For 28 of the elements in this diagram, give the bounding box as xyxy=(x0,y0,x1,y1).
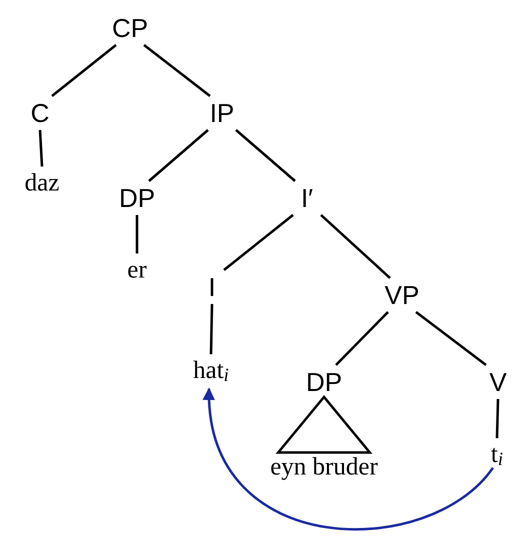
tree-branch xyxy=(210,304,214,354)
category-label: DP xyxy=(118,185,156,211)
tree-branch xyxy=(143,44,211,97)
category-label: DP xyxy=(306,369,342,395)
word-label: eyn bruder xyxy=(270,454,378,480)
tree-branch xyxy=(415,311,487,366)
tree-branch xyxy=(496,398,500,438)
tree-branch xyxy=(335,311,389,366)
category-label: I′ xyxy=(300,185,314,211)
constituent-triangle xyxy=(276,395,372,454)
category-label: V xyxy=(489,369,507,395)
word-label: t$_{i}$ xyxy=(490,442,504,470)
category-label: C xyxy=(30,100,50,126)
movement-arrow xyxy=(204,388,494,530)
category-label: IP xyxy=(210,100,234,126)
category-label: I xyxy=(208,274,216,300)
tree-branch xyxy=(223,214,294,271)
tree-branch xyxy=(38,130,44,167)
tree-branch xyxy=(51,44,117,97)
tree-branch xyxy=(320,214,391,279)
word-label: hat$_{i}$ xyxy=(193,358,229,386)
tree-branch xyxy=(136,215,138,254)
word-label: er xyxy=(127,258,147,282)
category-label: CP xyxy=(112,15,148,41)
word-label: daz xyxy=(24,170,60,196)
category-label: VP xyxy=(384,282,420,308)
tree-branch xyxy=(148,129,209,182)
tree-branch xyxy=(235,129,296,182)
